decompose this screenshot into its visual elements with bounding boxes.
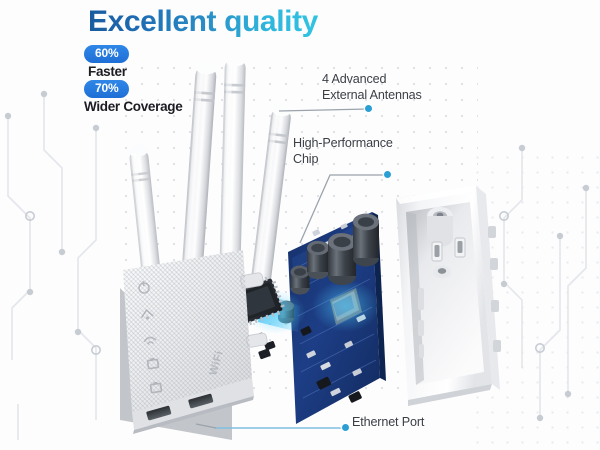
antenna-group (128, 53, 292, 295)
back-cover-shell (396, 186, 501, 406)
page-title: Excellent quality (88, 5, 318, 38)
stat-badge-coverage: 70% Wider Coverage (84, 79, 183, 115)
stat-badge-faster: 60% Faster (84, 44, 130, 80)
stat-badge-coverage-label: Wider Coverage (84, 99, 183, 115)
inner-ribs (418, 288, 424, 358)
callout-label-ethernet: Ethernet Port (352, 415, 425, 429)
callout-dot-ethernet (342, 424, 349, 431)
stat-badge-faster-label: Faster (88, 64, 127, 80)
screw-boss (427, 207, 453, 247)
callout-label-antennas: 4 Advanced External Antennas (322, 72, 422, 102)
callout-dot-antennas (365, 105, 372, 112)
callout-dot-chip (384, 171, 391, 178)
callout-label-chip: High-Performance Chip (293, 136, 393, 166)
stat-badge-coverage-value: 70% (84, 80, 130, 99)
stat-badge-faster-value: 60% (84, 45, 130, 64)
front-cover-ethernet-ports (146, 393, 214, 421)
